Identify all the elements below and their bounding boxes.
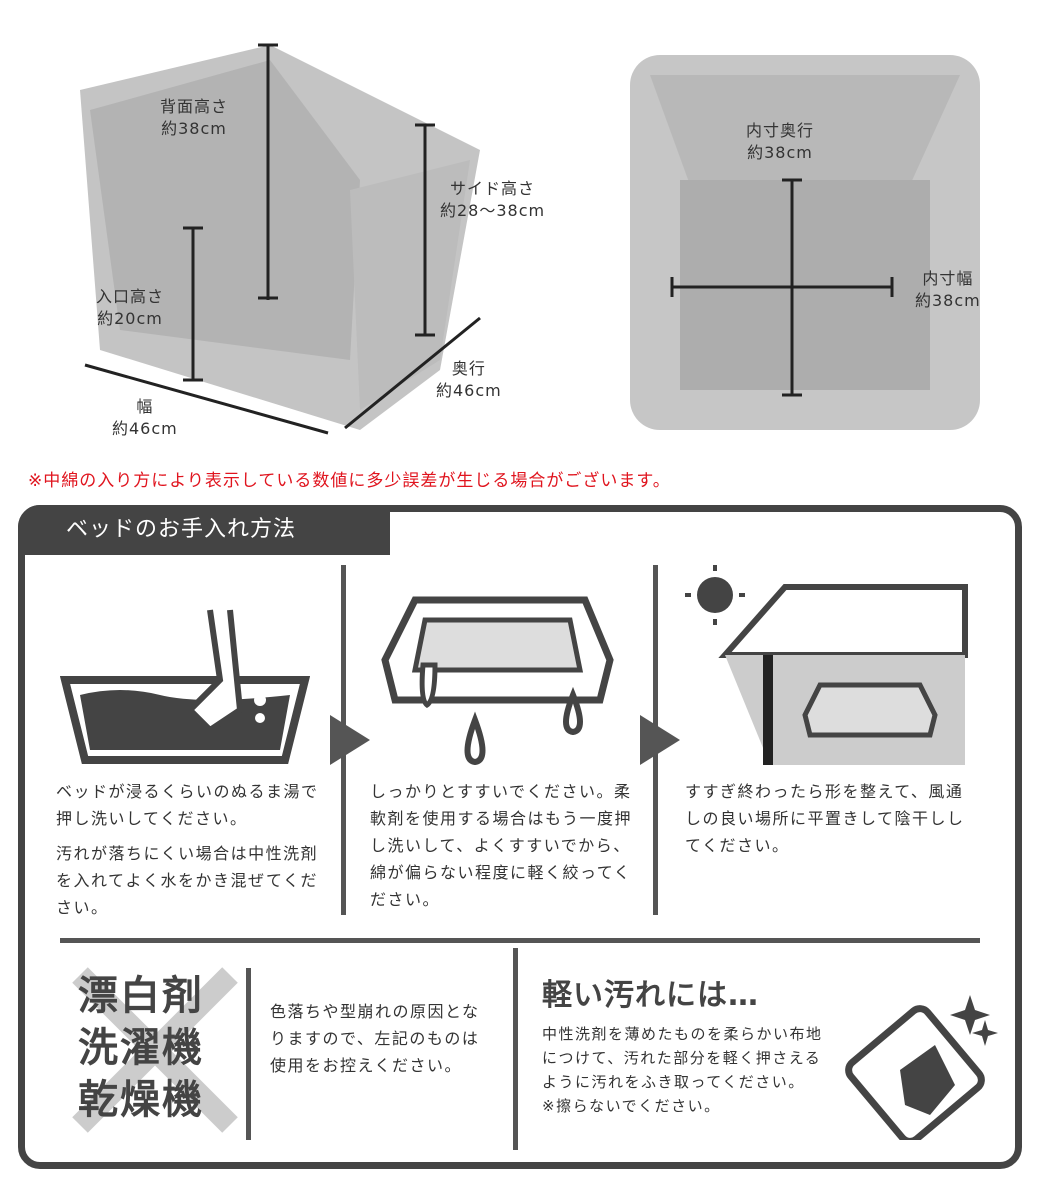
step-1-text: ベッドが浸るくらいのぬるま湯で押し洗いしてください。 汚れが落ちにくい場合は中性… [56, 778, 331, 929]
divider [246, 968, 251, 1140]
dim-value: 約28〜38cm [440, 201, 546, 220]
back-height-label: 背面高さ約38cm [160, 96, 228, 140]
prohibited-text: 色落ちや型崩れの原因となりますので、左記のものは使用をお控えください。 [270, 1002, 480, 1075]
entry-height-label: 入口高さ約20cm [96, 286, 164, 330]
dim-value: 約20cm [97, 309, 163, 328]
side-height-label: サイド高さ約28〜38cm [440, 178, 545, 222]
divider [513, 948, 518, 1150]
step-text: 汚れが落ちにくい場合は中性洗剤を入れてよく水をかき混ぜてください。 [56, 844, 319, 917]
wipe-cloth-icon [845, 995, 998, 1140]
width-label: 幅約46cm [112, 396, 178, 440]
prohibited-cross-icon [72, 967, 238, 1133]
care-title: ベッドのお手入れ方法 [18, 505, 390, 555]
dim-value: 約46cm [112, 419, 178, 438]
dim-label: 内寸奥行 [746, 121, 815, 140]
section-divider [60, 938, 980, 943]
rinse-icon [381, 596, 614, 766]
product-top-view [630, 55, 980, 430]
dim-label: 内寸幅 [922, 269, 974, 288]
shade-dry-icon [685, 565, 968, 765]
dim-label: 奥行 [451, 359, 486, 378]
dim-label: サイド高さ [450, 179, 536, 198]
inner-depth-label: 内寸奥行約38cm [746, 120, 814, 164]
dim-value: 約38cm [915, 291, 981, 310]
dim-label: 入口高さ [96, 287, 165, 306]
measurement-note: ※中綿の入り方により表示している数値に多少誤差が生じる場合がございます。 [28, 471, 671, 491]
dim-label: 背面高さ [160, 97, 229, 116]
light-dirt-desc: 中性洗剤を薄めたものを柔らかい布地につけて、汚れた部分を軽く押さえるように汚れを… [542, 1025, 823, 1091]
arrow-right-icon [640, 715, 680, 765]
step-text: すすぎ終わったら形を整えて、風通しの良い場所に平置きして陰干ししてください。 [685, 782, 965, 855]
step-3-text: すすぎ終わったら形を整えて、風通しの良い場所に平置きして陰干ししてください。 [685, 778, 980, 867]
inner-width-label: 内寸幅約38cm [915, 268, 981, 312]
dim-value: 約38cm [747, 143, 813, 162]
dim-value: 約38cm [161, 119, 227, 138]
light-dirt-title: 軽い汚れには… [542, 978, 759, 1013]
light-dirt-note: ※擦らないでください。 [542, 1097, 721, 1115]
prohibited-item: 漂白剤 [78, 973, 204, 1019]
step-2-text: しっかりとすすいでください。柔軟剤を使用する場合はもう一度押し洗いして、よくすす… [370, 778, 635, 921]
prohibited-list: 漂白剤 洗濯機 乾燥機 [78, 970, 204, 1126]
arrow-right-icon [330, 715, 370, 765]
hand-wash-icon [60, 609, 310, 764]
dim-label: 幅 [136, 397, 154, 416]
care-panel [18, 505, 1022, 1169]
depth-label: 奥行約46cm [436, 358, 502, 402]
step-text: しっかりとすすいでください。柔軟剤を使用する場合はもう一度押し洗いして、よくすす… [370, 782, 633, 909]
prohibited-item: 乾燥機 [78, 1077, 204, 1123]
product-side-view [80, 43, 481, 435]
dim-value: 約46cm [436, 381, 502, 400]
prohibited-item: 洗濯機 [78, 1025, 204, 1071]
light-dirt-text: 中性洗剤を薄めたものを柔らかい布地につけて、汚れた部分を軽く押さえるように汚れを… [542, 1022, 832, 1118]
step-text: ベッドが浸るくらいのぬるま湯で押し洗いしてください。 [56, 782, 319, 828]
